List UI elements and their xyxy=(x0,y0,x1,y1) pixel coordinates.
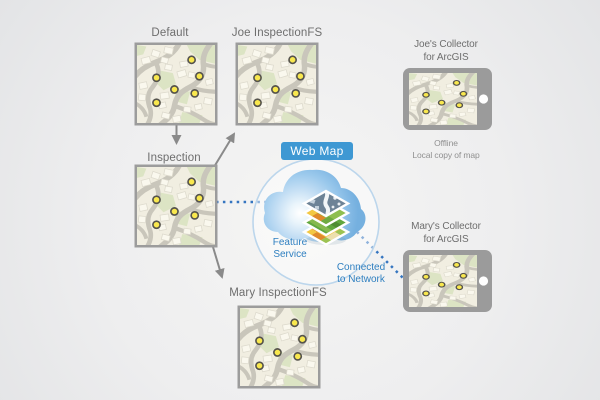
map-card-mary-inspectionfs xyxy=(237,305,321,389)
joe-device-status: Offline Local copy of map xyxy=(412,137,479,161)
map-card-joe-inspectionfs xyxy=(235,42,319,126)
feature-service-label: Feature Service xyxy=(273,237,307,260)
mary-device-title-line1: Mary's Collector xyxy=(411,221,481,232)
joe-device-status-line2: Local copy of map xyxy=(412,150,480,160)
flow-arrows xyxy=(171,124,236,279)
connected-line1: Connected xyxy=(336,262,386,273)
joe-device-title: Joe's Collector for ArcGIS xyxy=(414,38,478,64)
link-cloud-to-mary-device xyxy=(351,226,404,279)
arrow-inspection-to-mary xyxy=(212,246,225,279)
web-map-badge: Web Map xyxy=(281,142,353,160)
home-button-icon xyxy=(478,276,489,286)
mary-device-title: Mary's Collector for ArcGIS xyxy=(411,220,481,246)
connected-line2: to Network xyxy=(337,273,385,285)
map-card-inspection xyxy=(134,164,218,248)
connected-network-label: Connected to Network xyxy=(337,262,385,285)
map-card-default xyxy=(134,42,218,126)
label-joe-inspectionfs: Joe InspectionFS xyxy=(231,27,323,39)
home-button-icon xyxy=(478,94,489,104)
tablet-mary xyxy=(403,250,492,312)
tablet-joe xyxy=(403,68,492,130)
network-links xyxy=(216,200,404,279)
feature-service-line2: Service xyxy=(273,248,307,260)
joe-device-title-line1: Joe's Collector xyxy=(414,39,478,50)
mary-device-title-line2: for ArcGIS xyxy=(423,234,469,245)
joe-device-title-line2: for ArcGIS xyxy=(423,52,469,63)
label-mary-inspectionfs: Mary InspectionFS xyxy=(229,287,327,299)
arrow-inspection-to-joe xyxy=(213,132,236,168)
label-inspection: Inspection xyxy=(147,152,201,164)
map-layers-icon xyxy=(301,189,351,246)
joe-device-status-line1: Offline xyxy=(434,138,458,148)
label-default-map: Default xyxy=(151,27,189,39)
feature-service-line1: Feature xyxy=(272,237,308,248)
